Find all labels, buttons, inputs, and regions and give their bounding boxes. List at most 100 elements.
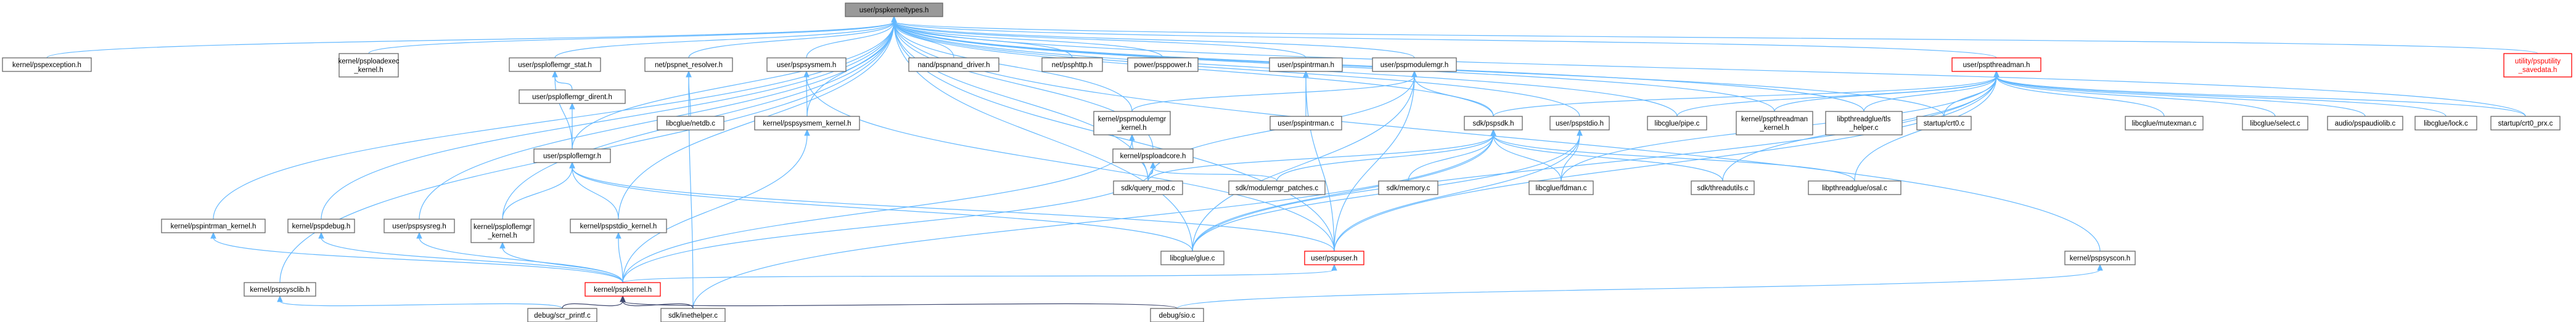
node-libpthhelper[interactable]: libpthreadglue/tls_helper.c xyxy=(1825,111,1903,135)
edge-uthreadman-to-audiolib xyxy=(1993,70,2366,117)
edge-kdebug-to-kkernel xyxy=(318,231,623,283)
node-label: nand/pspnand_driver.h xyxy=(917,62,990,69)
node-sdkh[interactable]: sdk/pspsdk.h xyxy=(1464,116,1523,131)
node-label: libcglue/mutexman.c xyxy=(2132,120,2197,127)
node-kthreadman[interactable]: kernel/pspthreadman_kernel.h xyxy=(1736,111,1813,135)
node-kiofilemgr[interactable]: kernel/psploflemgr_kernel.h xyxy=(470,219,535,243)
edge-kmodmgr-to-kkernel xyxy=(622,134,1135,283)
node-querymod[interactable]: sdk/query_mod.c xyxy=(1113,180,1183,195)
node-label: kernel/pspintrman_kernel.h xyxy=(171,223,256,230)
node-memory[interactable]: sdk/memory.c xyxy=(1378,180,1438,195)
node-audiolib[interactable]: audio/pspaudiolib.c xyxy=(2327,116,2403,131)
edge-uiofilemgr-to-uuser xyxy=(569,161,1335,252)
edge-sdkh-to-sdkmodpatch xyxy=(1276,129,1496,182)
node-label: sdk/pspsdk.h xyxy=(1472,120,1514,127)
node-label: debug/sio.c xyxy=(1159,312,1196,320)
node-label: kernel/pspkernel.h xyxy=(594,286,652,294)
edge-uintrman-to-uuser xyxy=(1303,70,1335,252)
node-label: _kernel.h xyxy=(487,232,517,239)
node-label: user/pspintrman.h xyxy=(1278,62,1334,69)
node-label: libpthreadglue/osal.c xyxy=(1822,185,1887,192)
node-kkernel[interactable]: kernel/pspkernel.h xyxy=(585,282,661,297)
node-label: kernel/pspthreadman xyxy=(1741,116,1808,123)
node-libnetdb[interactable]: libcglue/netdb.c xyxy=(657,116,724,131)
node-glue[interactable]: libcglue/glue.c xyxy=(1160,251,1224,265)
edge-uthreadman-to-glue xyxy=(1192,70,2000,252)
node-nethttp[interactable]: net/psphttp.h xyxy=(1041,57,1103,72)
node-label: startup/crt0_prx.c xyxy=(2498,120,2553,127)
node-kloadexec[interactable]: kernel/psploadexec_kernel.h xyxy=(338,53,400,78)
edge-kkernel-to-inethelper xyxy=(620,295,694,309)
node-sdkmodpatch[interactable]: sdk/modulemgr_patches.c xyxy=(1228,180,1326,195)
edge-uiofilemgr-to-glue xyxy=(569,161,1193,252)
node-ksyscon[interactable]: kernel/pspsyscon.h xyxy=(2064,251,2136,265)
edge-sdkh-to-inethelper xyxy=(692,129,1496,309)
node-uiodirent[interactable]: user/psploflemgr_dirent.h xyxy=(519,89,626,104)
edge-uiostat-to-uiofilemgr xyxy=(552,70,573,150)
edge-ksyscon-to-sio xyxy=(1176,264,2103,309)
node-lock[interactable]: libcglue/lock.c xyxy=(2414,116,2477,131)
node-label: user/pspsysmem.h xyxy=(777,62,837,69)
node-ksysmem[interactable]: kernel/pspsysmem_kernel.h xyxy=(754,116,860,131)
node-uintrmanc[interactable]: user/pspintrman.c xyxy=(1270,116,1342,131)
node-crt0prx[interactable]: startup/crt0_prx.c xyxy=(2490,116,2561,131)
node-label: libcglue/fdman.c xyxy=(1535,185,1586,192)
node-ustdio[interactable]: user/pspstdio.h xyxy=(1549,116,1610,131)
node-kloadcore[interactable]: kernel/psploadcore.h xyxy=(1112,148,1194,163)
node-usysmem[interactable]: user/pspsysmem.h xyxy=(766,57,847,72)
node-sio[interactable]: debug/sio.c xyxy=(1150,308,1204,322)
node-utility[interactable]: utility/psputility_savedata.h xyxy=(2503,53,2572,78)
node-kdebug[interactable]: kernel/pspdebug.h xyxy=(287,219,355,233)
edge-uuser-to-kkernel xyxy=(622,264,1337,283)
node-select[interactable]: libcglue/select.c xyxy=(2242,116,2308,131)
node-kintrman[interactable]: kernel/pspintrman_kernel.h xyxy=(161,219,266,233)
node-inethelper[interactable]: sdk/inethelper.c xyxy=(660,308,726,322)
edge-uthreadman-to-uuser xyxy=(1334,70,2000,252)
edge-root-to-utility xyxy=(891,15,2538,54)
node-label: kernel/pspsyscon.h xyxy=(2070,255,2130,262)
node-uintrman[interactable]: user/pspintrman.h xyxy=(1269,57,1343,72)
edge-ksysmem-to-kkernel xyxy=(622,129,810,283)
edge-uthreadman-to-crt0prx xyxy=(1993,70,2526,117)
node-label: user/psploflemgr.h xyxy=(543,153,601,160)
edge-kiofilemgr-to-kkernel xyxy=(499,241,623,283)
node-pipe[interactable]: libcglue/pipe.c xyxy=(1647,116,1707,131)
edge-uthreadman-to-sdkh xyxy=(1493,70,2000,117)
node-crt0[interactable]: startup/crt0.c xyxy=(1916,116,1972,131)
node-kmodmgr[interactable]: kernel/pspmodulemgr_kernel.h xyxy=(1093,111,1171,135)
node-label: startup/crt0.c xyxy=(1924,120,1965,127)
edge-root-to-uthreadman xyxy=(891,15,1997,58)
node-label: net/pspnet_resolver.h xyxy=(655,62,723,69)
node-fdman[interactable]: libcglue/fdman.c xyxy=(1528,180,1594,195)
node-usysreg[interactable]: user/pspsysreg.h xyxy=(384,219,455,233)
node-ksysclib[interactable]: kernel/pspsysclib.h xyxy=(244,282,316,297)
edge-sdkh-to-querymod xyxy=(1147,129,1496,182)
node-netres[interactable]: net/pspnet_resolver.h xyxy=(644,57,733,72)
node-uthreadman[interactable]: user/pspthreadman.h xyxy=(1951,57,2041,72)
node-scrprintf[interactable]: debug/scr_printf.c xyxy=(527,308,597,322)
node-nand[interactable]: nand/pspnand_driver.h xyxy=(908,57,999,72)
node-kexc[interactable]: kernel/pspexception.h xyxy=(2,57,92,72)
node-label: user/pspthreadman.h xyxy=(1963,62,2030,69)
node-label: user/pspmodulemgr.h xyxy=(1380,62,1449,69)
node-label: sdk/query_mod.c xyxy=(1121,185,1175,192)
node-umodmgr[interactable]: user/pspmodulemgr.h xyxy=(1372,57,1457,72)
node-label: sdk/inethelper.c xyxy=(668,312,718,320)
node-label: kernel/psploadexec xyxy=(338,58,399,65)
node-power[interactable]: power/psppower.h xyxy=(1127,57,1199,72)
node-label: libcglue/pipe.c xyxy=(1655,120,1700,127)
node-root[interactable]: user/pspkerneltypes.h xyxy=(845,2,943,17)
node-threadutils[interactable]: sdk/threadutils.c xyxy=(1691,180,1755,195)
edge-umodmgr-to-kmodmgr xyxy=(1131,70,1417,112)
edge-sdkh-to-threadutils xyxy=(1490,129,1723,182)
node-uuser[interactable]: user/pspuser.h xyxy=(1304,251,1364,265)
node-label: kernel/pspsysmem_kernel.h xyxy=(763,120,851,127)
node-uiostat[interactable]: user/psploflemgr_stat.h xyxy=(509,57,601,72)
node-mutexman[interactable]: libcglue/mutexman.c xyxy=(2125,116,2204,131)
node-uiofilemgr[interactable]: user/psploflemgr.h xyxy=(533,148,611,163)
node-label: debug/scr_printf.c xyxy=(534,312,591,320)
node-osal[interactable]: libpthreadglue/osal.c xyxy=(1808,180,1901,195)
node-label: libcglue/lock.c xyxy=(2424,120,2468,127)
node-label: sdk/modulemgr_patches.c xyxy=(1236,185,1318,192)
node-kstdio[interactable]: kernel/pspstdio_kernel.h xyxy=(570,219,667,233)
